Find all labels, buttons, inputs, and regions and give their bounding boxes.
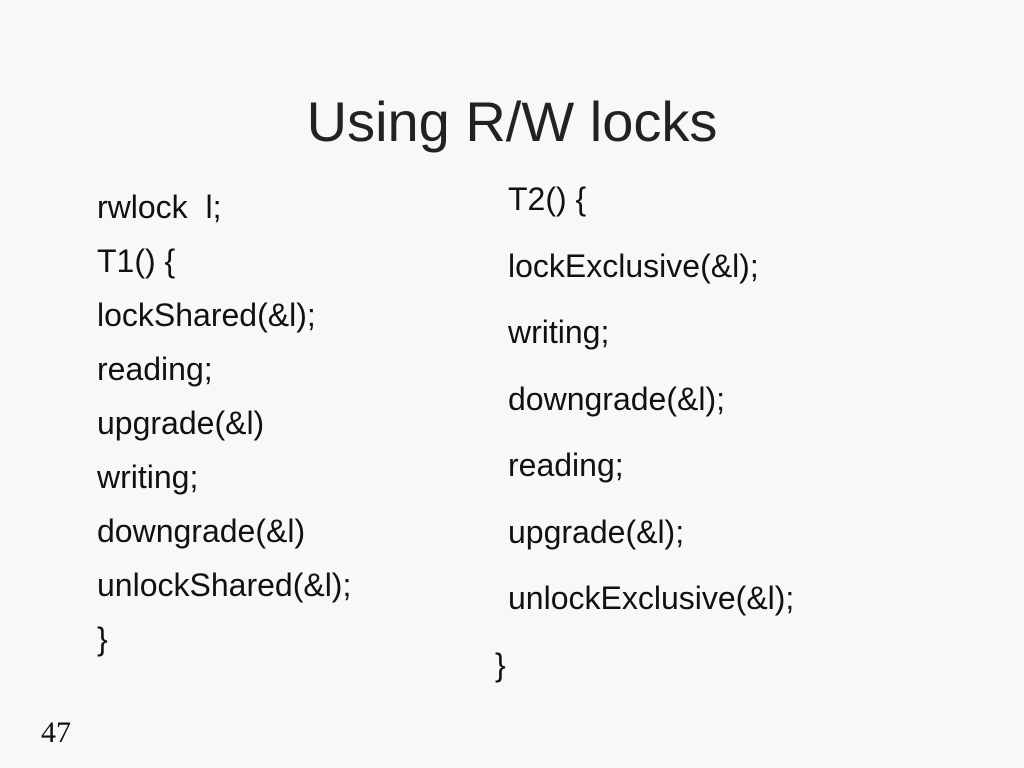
code-line: T1() {: [97, 243, 176, 279]
code-line: downgrade(&l): [97, 513, 306, 549]
code-line: unlockExclusive(&l);: [508, 580, 795, 616]
code-line: T2() {: [508, 181, 587, 217]
slide-title: Using R/W locks: [306, 90, 718, 153]
code-line: upgrade(&l);: [508, 513, 685, 550]
code-line: reading;: [508, 447, 624, 483]
code-line: writing;: [97, 459, 199, 495]
code-line: unlockShared(&l);: [97, 567, 352, 603]
code-line: lockShared(&l);: [97, 297, 316, 333]
right-code-block: T2() { lockExclusive(&l); writing; downg…: [508, 166, 928, 632]
code-line: downgrade(&l);: [508, 380, 725, 417]
page-number: 47: [41, 716, 71, 749]
code-line: reading;: [97, 351, 213, 387]
right-code-closing-brace: }: [495, 647, 506, 683]
code-line: writing;: [508, 314, 610, 350]
code-line: lockExclusive(&l);: [508, 247, 759, 284]
code-line: rwlock l;: [97, 189, 222, 225]
code-line: }: [97, 621, 108, 657]
code-line: upgrade(&l): [97, 405, 265, 441]
left-code-block: rwlock l; T1() { lockShared(&l); reading…: [97, 180, 477, 666]
